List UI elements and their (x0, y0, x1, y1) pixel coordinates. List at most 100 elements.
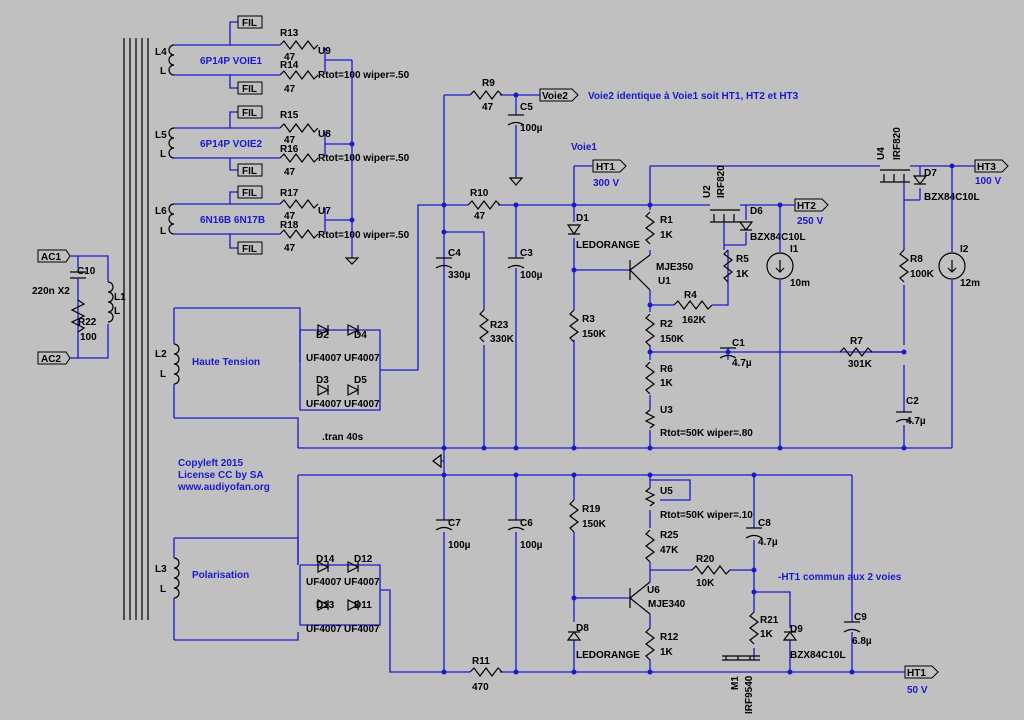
c3-val: 100µ (520, 270, 543, 281)
net-fil-3: FIL (242, 108, 257, 119)
r7-val: 301K (848, 359, 873, 370)
d9-val: BZX84C10L (790, 650, 846, 661)
r22-val: 100 (80, 332, 97, 343)
l1-val: L (114, 306, 120, 317)
d5-ref: D5 (354, 375, 367, 386)
d4-val: UF4007 (344, 353, 380, 364)
net-ht1-bias: HT1 (907, 668, 926, 679)
l4-label: 6P14P VOIE1 (200, 56, 263, 67)
credit-line-1: Copyleft 2015 (178, 458, 243, 469)
ht1-bias-voltage: 50 V (907, 685, 928, 696)
mains-input: AC1 AC2 C10 220n X2 R22 100 L1 L (32, 249, 126, 365)
l5-ref: L5 (155, 130, 167, 141)
d1-val: LEDORANGE (576, 240, 640, 251)
c8-ref: C8 (758, 518, 771, 529)
r15-ref: R15 (280, 110, 299, 121)
net-ht1: HT1 (596, 162, 615, 173)
net-ht2: HT2 (797, 201, 816, 212)
u9-val: Rtot=100 wiper=.50 (318, 70, 410, 81)
u3-ref: U3 (660, 405, 673, 416)
c1-ref: C1 (732, 338, 745, 349)
d11-ref: D11 (354, 600, 372, 611)
junctions (349, 92, 955, 675)
d8-val: LEDORANGE (576, 650, 640, 661)
net-fil-2: FIL (242, 84, 257, 95)
heater-windings: FIL FIL L4 L 6P14P VOIE1 R13 47 R14 47 U… (155, 15, 410, 265)
credit-line-2: License CC by SA (178, 470, 264, 481)
c4-ref: C4 (448, 248, 461, 259)
u4-val: IRF820 (892, 127, 903, 160)
r16-ref: R16 (280, 144, 299, 155)
r11-ref: R11 (472, 656, 490, 667)
regulator-ht3: U4 IRF820 D7 BZX84C10L HT3 100 V R8 100K… (839, 127, 1009, 448)
d12-ref: D12 (354, 554, 373, 565)
i2-val: 12m (960, 278, 980, 289)
u3-val: Rtot=50K wiper=.80 (660, 428, 753, 439)
d6-ref: D6 (750, 206, 763, 217)
r6-ref: R8 (910, 254, 923, 265)
u5-val: Rtot=50K wiper=.10 (660, 510, 753, 521)
l6-ref: L6 (155, 206, 167, 217)
l5-pin: L (160, 149, 166, 160)
r1-ref: R1 (660, 215, 673, 226)
credit-line-3: www.audiyofan.org (177, 482, 270, 493)
voie2-note: Voie2 identique à Voie1 soit HT1, HT2 et… (588, 91, 799, 102)
l4-pin: L (160, 66, 166, 77)
r8-val: 1K (660, 378, 674, 389)
bias-supply: L3 L Polarisation D14 UF4007 D12 UF4007 … (155, 475, 939, 714)
r9-ref: R9 (482, 78, 495, 89)
u9-ref: U9 (318, 46, 331, 57)
c1-val: 4.7µ (732, 358, 752, 369)
u5-ref: U5 (660, 486, 673, 497)
d11-val: UF4007 (344, 624, 380, 635)
r25-ref: R25 (660, 530, 679, 541)
r6-val: 100K (910, 269, 935, 280)
u2-ref: U2 (702, 185, 713, 198)
l2-ref: L2 (155, 349, 167, 360)
l4-ref: L4 (155, 47, 167, 58)
l3-ref: L3 (155, 564, 167, 575)
l6-label: 6N16B 6N17B (200, 215, 265, 226)
d2-ref: D2 (316, 330, 329, 341)
c8-val: 4.7µ (758, 537, 778, 548)
r2-val: 150K (660, 334, 685, 345)
c5-ref: C5 (520, 102, 533, 113)
r22-ref: R22 (78, 317, 97, 328)
c7-val: 100µ (448, 540, 471, 551)
r23-val: 330K (490, 334, 515, 345)
r21-ref: R21 (760, 615, 779, 626)
d5-val: UF4007 (344, 399, 380, 410)
u2-val: IRF820 (716, 165, 727, 198)
d3-ref: D3 (316, 375, 329, 386)
r15-val: 47 (284, 135, 296, 146)
tran-directive: .tran 40s (322, 432, 364, 443)
d14-ref: D14 (316, 554, 335, 565)
m1-val: IRF9540 (744, 675, 755, 714)
d14-val: UF4007 (306, 577, 342, 588)
ht1-common-note: -HT1 commun aux 2 voies (778, 572, 902, 583)
l3-pin: L (160, 584, 166, 595)
regulator-voie1: Voie1 HT1 300 V D1 LEDORANGE R3 150K R1 … (566, 142, 904, 448)
r18-val: 47 (284, 243, 296, 254)
i1-ref: I1 (790, 244, 799, 255)
r8-ref: R6 (660, 364, 673, 375)
u7-val: Rtot=100 wiper=.50 (318, 230, 410, 241)
ht1-voltage: 300 V (593, 178, 619, 189)
r17-val: 47 (284, 211, 296, 222)
i2-ref: I2 (960, 244, 969, 255)
r16-val: 47 (284, 167, 296, 178)
r13-ref: R13 (280, 28, 299, 39)
r3-ref: R3 (582, 314, 595, 325)
r12-val: 1K (660, 647, 674, 658)
d1-ref: D1 (576, 213, 589, 224)
voie1-note: Voie1 (571, 142, 597, 153)
l1-ref: L1 (114, 292, 126, 303)
u8-ref: U8 (318, 129, 331, 140)
r25-val: 47K (660, 545, 679, 556)
r4-val: 162K (682, 315, 707, 326)
r5-val: 1K (736, 269, 750, 280)
r19-val: 150K (582, 519, 607, 530)
net-ac1: AC1 (41, 252, 61, 263)
r19-ref: R19 (582, 504, 601, 515)
l3-label: Polarisation (192, 570, 249, 581)
